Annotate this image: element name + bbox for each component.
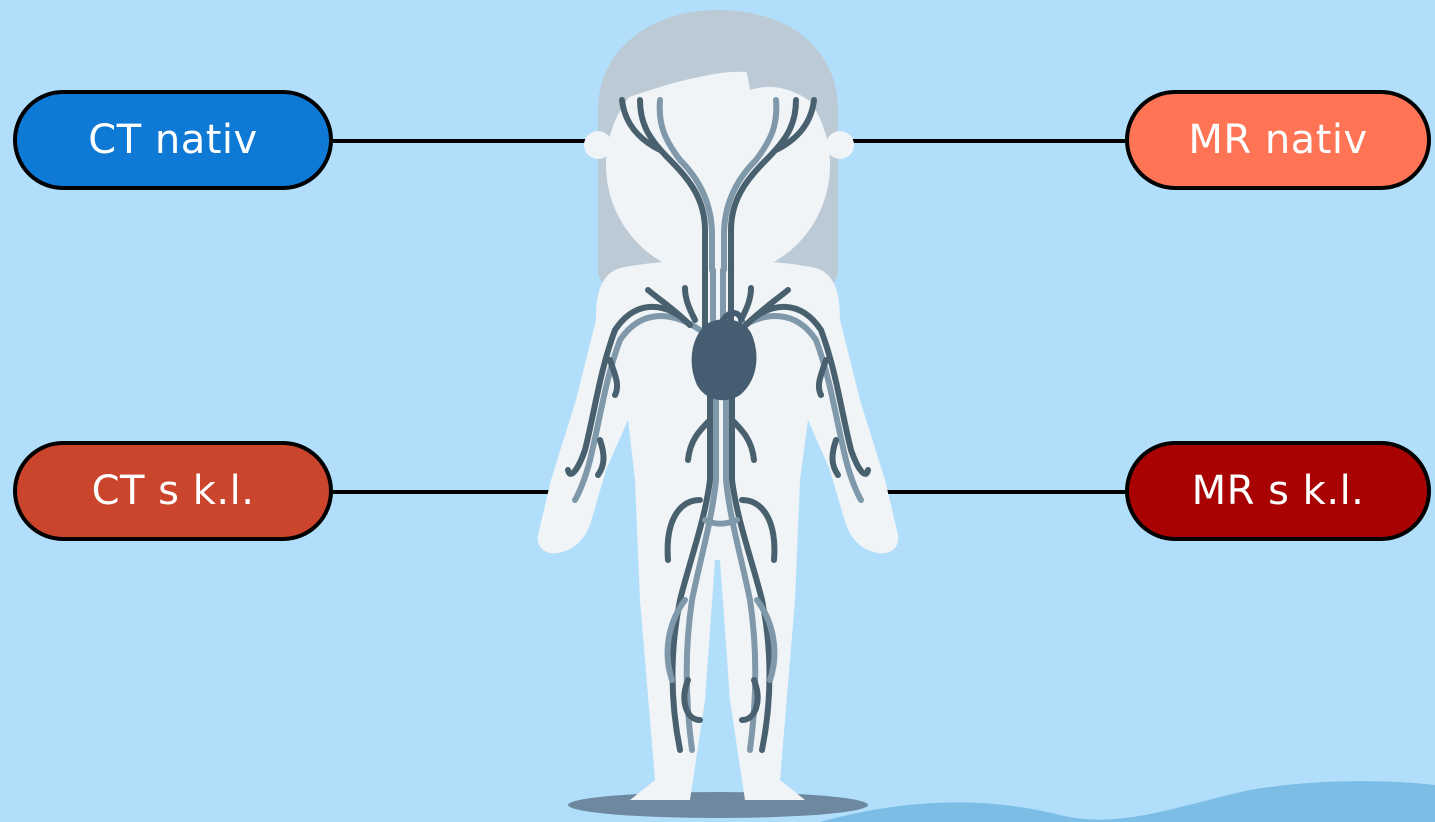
ct-native-button[interactable]: CT nativ [13, 90, 333, 190]
ct-contrast-button[interactable]: CT s k.l. [13, 441, 333, 541]
floor-shadow [568, 792, 868, 818]
ground-wave [820, 781, 1435, 822]
mr-native-button[interactable]: MR nativ [1125, 90, 1431, 190]
mr-contrast-button[interactable]: MR s k.l. [1125, 441, 1431, 541]
